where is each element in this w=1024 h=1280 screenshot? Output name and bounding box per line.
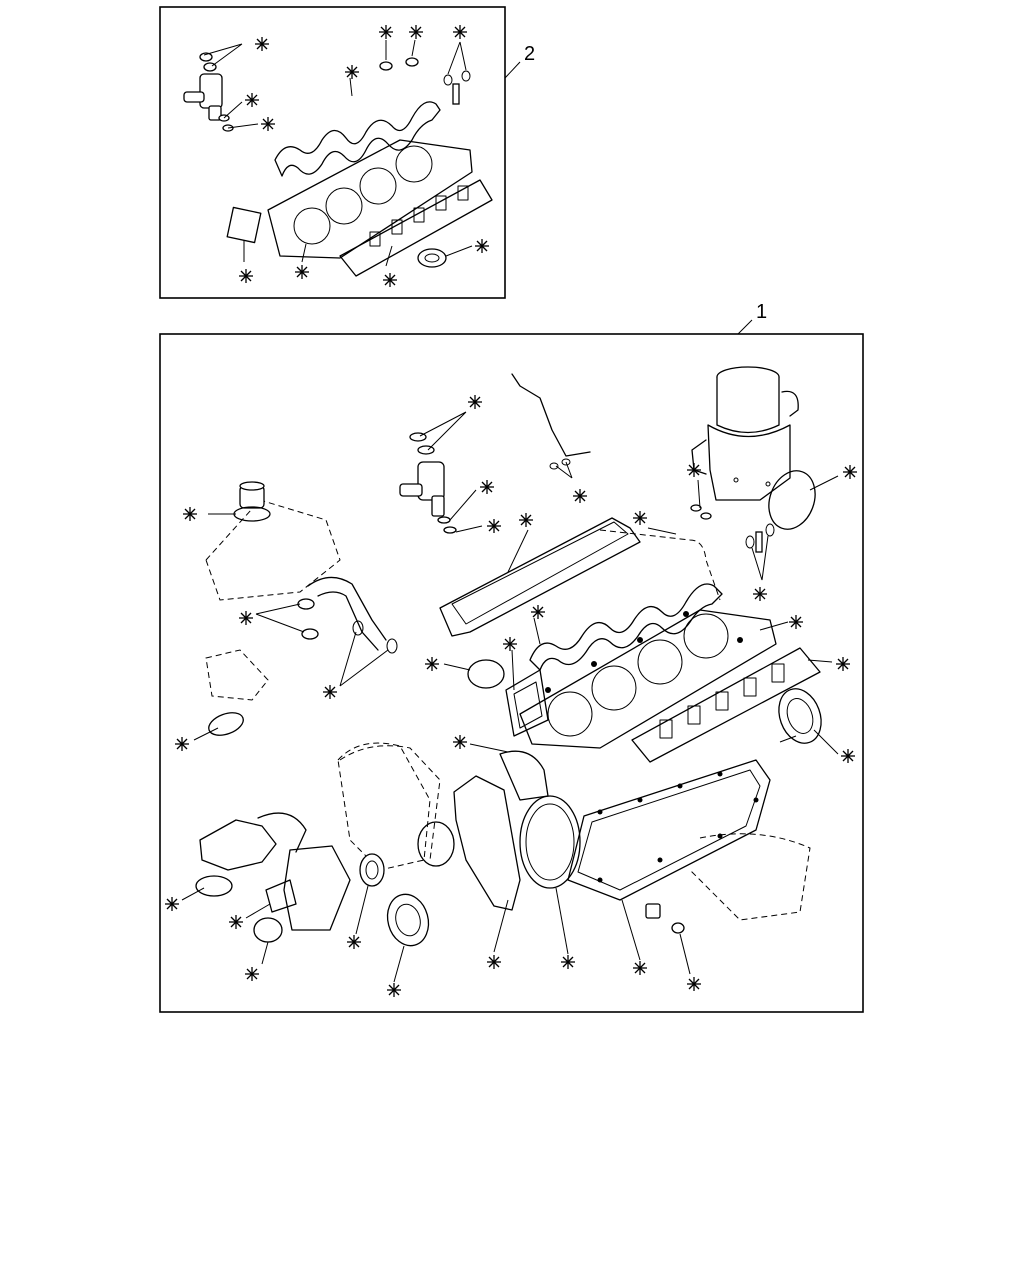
asterisk-marker — [467, 394, 483, 410]
plate-gasket — [208, 712, 244, 736]
o-ring-kit2 — [405, 57, 419, 67]
asterisk-marker — [486, 518, 502, 534]
asterisk-marker — [260, 116, 276, 132]
asterisk-marker — [382, 272, 398, 288]
valve-cover-gasket-kit2 — [274, 101, 441, 177]
manifold-gasket-kit2 — [339, 179, 493, 277]
pump-gasket — [195, 875, 233, 897]
asterisk-marker — [378, 24, 394, 40]
asterisk-marker — [452, 24, 468, 40]
asterisk-marker — [424, 656, 440, 672]
kit-2-callout: 2 — [524, 43, 535, 65]
asterisk-marker — [254, 36, 270, 52]
asterisk-marker — [386, 982, 402, 998]
asterisk-marker — [530, 604, 546, 620]
crankcase-seal-ring — [519, 795, 581, 889]
asterisk-marker — [346, 934, 362, 950]
drain-washer — [671, 922, 685, 934]
front-crank-seal — [386, 893, 430, 947]
cover-plate-gasket — [499, 750, 549, 801]
asterisk-marker — [408, 24, 424, 40]
asterisk-marker — [174, 736, 190, 752]
filter-housing-part — [691, 366, 799, 501]
oil-pan-gasket — [567, 759, 771, 901]
head-gasket-kit2 — [267, 139, 473, 259]
asterisk-marker — [502, 636, 518, 652]
front-seal-small — [359, 853, 385, 887]
filter-o-ring — [768, 470, 816, 530]
flange-gasket — [467, 659, 505, 689]
asterisk-marker — [518, 512, 534, 528]
water-hose — [307, 576, 387, 641]
timing-cover-gasket — [453, 775, 521, 911]
asterisk-marker — [842, 464, 858, 480]
asterisk-marker — [632, 510, 648, 526]
timing-seal-ring — [417, 821, 455, 867]
kit-1-callout: 1 — [756, 301, 767, 323]
asterisk-marker — [244, 966, 260, 982]
drain-plug — [645, 903, 661, 919]
valve-cover-gasket — [529, 583, 723, 671]
asterisk-marker — [238, 610, 254, 626]
kit-1-frame — [159, 333, 864, 1013]
square-gasket-kit2 — [226, 206, 262, 244]
thermostat-part — [233, 481, 271, 522]
asterisk-marker — [294, 264, 310, 280]
asterisk-marker — [486, 954, 502, 970]
oil-seal-kit2 — [417, 248, 447, 268]
kit-2-callout-leader — [504, 61, 521, 79]
asterisk-marker — [686, 976, 702, 992]
asterisk-marker — [452, 734, 468, 750]
kit-2-panel: 2 — [159, 6, 535, 299]
washer-kit2 — [379, 61, 393, 71]
asterisk-marker — [238, 268, 254, 284]
asterisk-marker — [788, 614, 804, 630]
fuel-pipe — [511, 373, 591, 457]
kit-1-panel: 1 — [159, 301, 864, 1013]
kit-1-callout-leader — [737, 319, 753, 335]
square-pump-gasket — [265, 879, 297, 913]
injector-part — [399, 432, 457, 534]
asterisk-marker — [840, 748, 856, 764]
round-pump-gasket — [253, 917, 283, 943]
asterisk-marker — [322, 684, 338, 700]
asterisk-marker — [479, 479, 495, 495]
asterisk-marker — [632, 960, 648, 976]
asterisk-marker — [182, 506, 198, 522]
injector-part-kit2 — [183, 52, 234, 132]
asterisk-marker — [474, 238, 490, 254]
asterisk-marker — [752, 586, 768, 602]
asterisk-marker — [835, 656, 851, 672]
kit-2-frame — [159, 6, 506, 299]
intake-gasket — [505, 669, 549, 737]
water-pump-housing — [199, 812, 351, 931]
head-gasket — [519, 609, 777, 749]
rocker-cover-gasket — [439, 517, 641, 637]
asterisk-marker — [244, 92, 260, 108]
asterisk-marker — [228, 914, 244, 930]
asterisk-marker — [686, 462, 702, 478]
asterisk-marker — [164, 896, 180, 912]
asterisk-marker — [560, 954, 576, 970]
asterisk-marker — [572, 488, 588, 504]
asterisk-marker — [344, 64, 360, 80]
